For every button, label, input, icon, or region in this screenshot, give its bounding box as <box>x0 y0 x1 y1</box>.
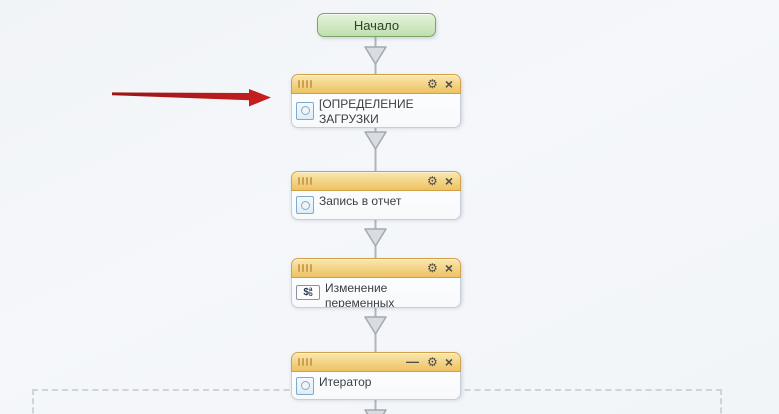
dollar-glyph: $ <box>303 286 309 298</box>
activity-block-izmenenie-peremennyh[interactable]: ⚙ × $ a b Изменение переменных <box>291 258 461 308</box>
block-header[interactable]: ⚙ × <box>291 258 461 278</box>
drag-handle-icon[interactable] <box>298 80 312 88</box>
activity-icon <box>296 101 314 120</box>
arrowhead-down-icon <box>364 228 387 247</box>
close-icon[interactable]: × <box>444 260 453 276</box>
block-title: [ОПРЕДЕЛЕНИЕ ЗАГРУЗКИ МЕНЕДЖЕРА В БИТРИК… <box>319 97 414 126</box>
settings-gear-icon[interactable]: ⚙ <box>427 174 438 188</box>
variables-icon: $ a b <box>296 285 320 300</box>
block-header[interactable]: ⚙ × <box>291 171 461 191</box>
block-title: Запись в отчет <box>319 194 402 208</box>
arrowhead-down-icon <box>364 131 387 150</box>
settings-gear-icon[interactable]: ⚙ <box>427 77 438 91</box>
drag-handle-icon[interactable] <box>298 177 312 185</box>
block-title: Изменение переменных <box>325 281 395 307</box>
block-body: [ОПРЕДЕЛЕНИЕ ЗАГРУЗКИ МЕНЕДЖЕРА В БИТРИК… <box>291 94 461 128</box>
activity-block-zapis-v-otchet[interactable]: ⚙ × Запись в отчет <box>291 171 461 220</box>
drag-handle-icon[interactable] <box>298 264 312 272</box>
close-icon[interactable]: × <box>444 354 453 370</box>
block-header[interactable]: — ⚙ × <box>291 352 461 372</box>
activity-icon <box>296 196 314 214</box>
settings-gear-icon[interactable]: ⚙ <box>427 261 438 275</box>
a-glyph: a <box>308 286 313 293</box>
start-node-label: Начало <box>353 17 400 33</box>
close-icon[interactable]: × <box>444 173 453 189</box>
settings-gear-icon[interactable]: ⚙ <box>427 355 438 369</box>
activity-icon <box>296 376 314 395</box>
block-body: Запись в отчет <box>291 191 461 220</box>
drag-handle-icon[interactable] <box>298 358 312 366</box>
b-glyph: b <box>308 291 313 298</box>
close-icon[interactable]: × <box>444 76 453 92</box>
start-node[interactable]: Начало <box>317 13 436 37</box>
block-body: Итератор <box>291 372 461 400</box>
block-header[interactable]: ⚙ × <box>291 74 461 94</box>
activity-block-opredelenie-zagruzki[interactable]: ⚙ × [ОПРЕДЕЛЕНИЕ ЗАГРУЗКИ МЕНЕДЖЕРА В БИ… <box>291 74 461 128</box>
arrowhead-down-icon <box>364 46 387 65</box>
minimize-icon[interactable]: — <box>406 354 420 369</box>
activity-block-iterator[interactable]: — ⚙ × Итератор <box>291 352 461 400</box>
arrowhead-down-icon <box>364 316 387 335</box>
block-title: Итератор <box>319 375 372 389</box>
block-body: $ a b Изменение переменных <box>291 278 461 308</box>
